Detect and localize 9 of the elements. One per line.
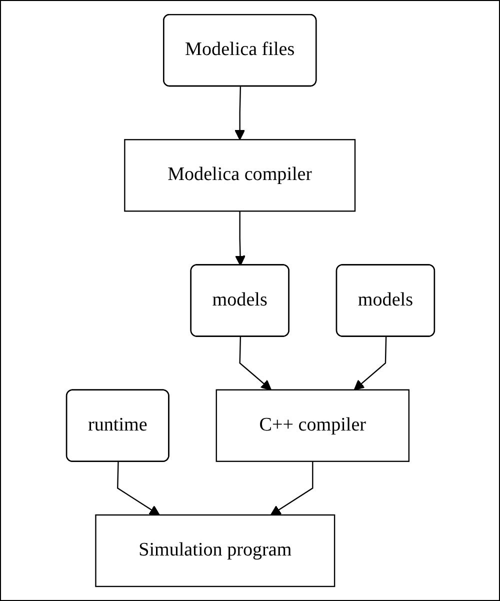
node-box: C++ compiler	[215, 389, 410, 462]
node-box: Modelica compiler	[124, 139, 356, 212]
arrow	[234, 211, 245, 266]
arrow	[353, 336, 386, 390]
arrow	[270, 461, 313, 516]
arrow	[116, 462, 160, 516]
arrow	[238, 336, 272, 390]
node-box: Simulation program	[94, 514, 335, 588]
arrow	[234, 86, 245, 140]
